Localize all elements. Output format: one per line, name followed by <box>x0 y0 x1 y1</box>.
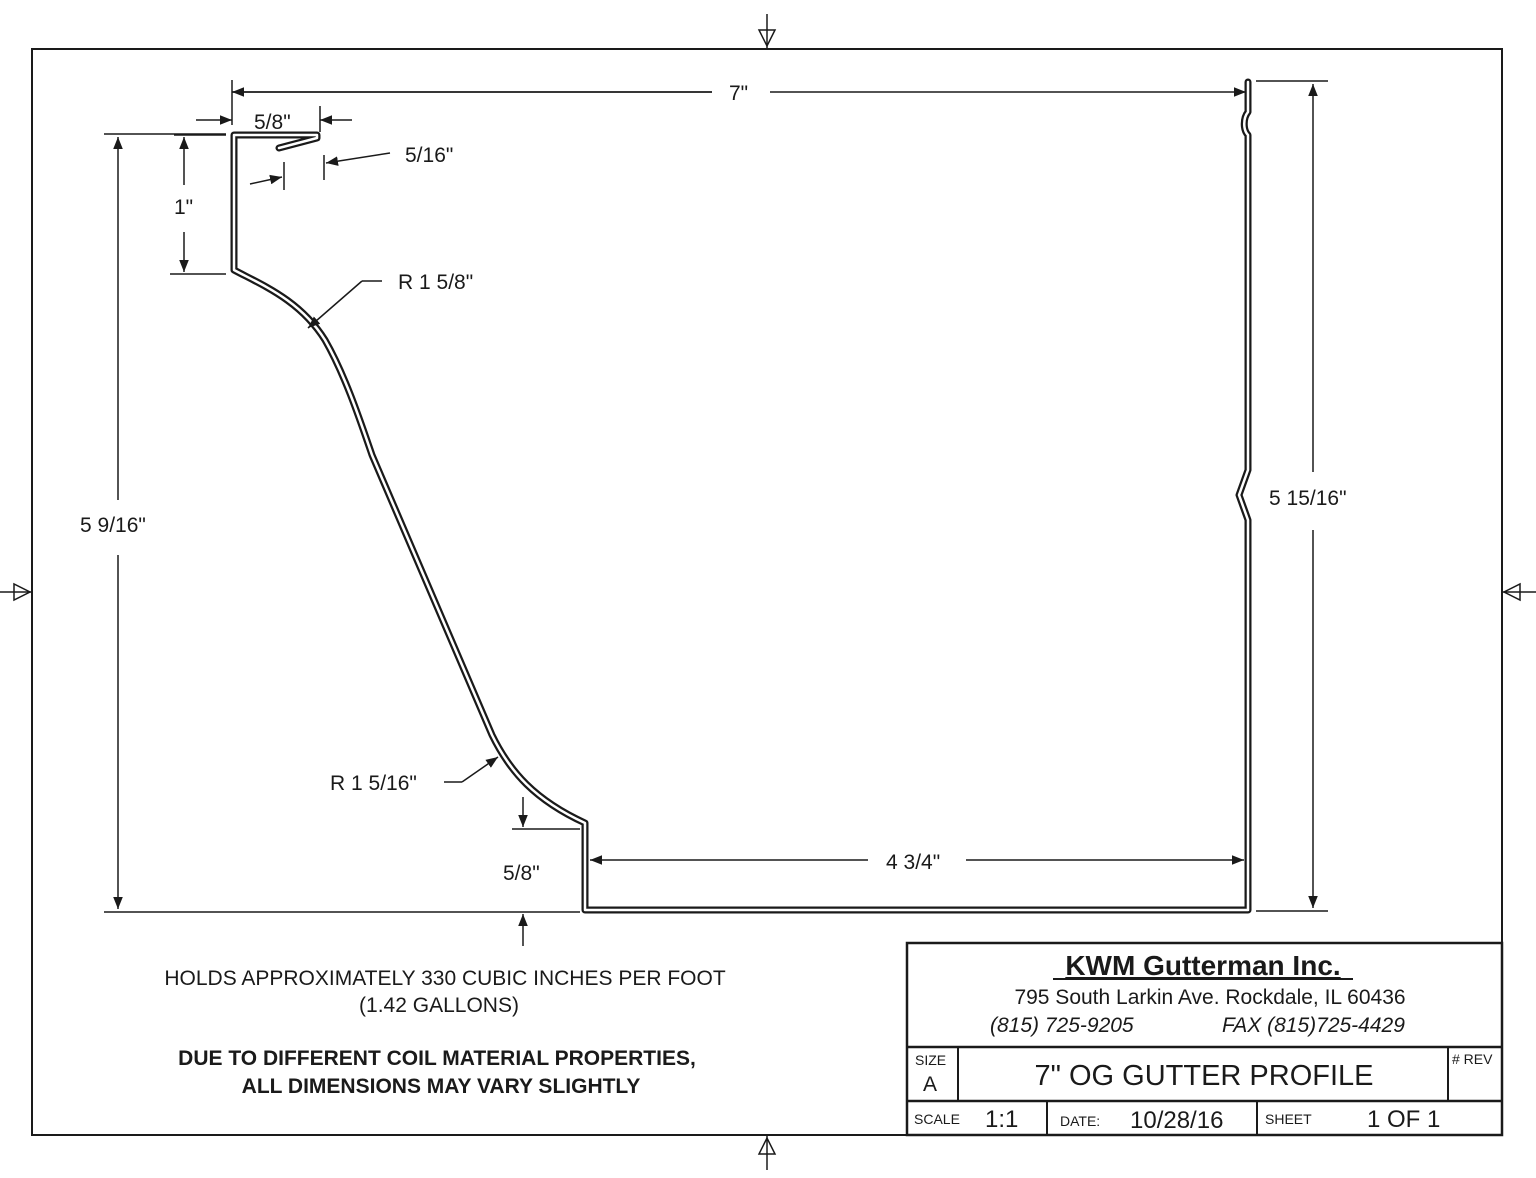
company-address: 795 South Larkin Ave. Rockdale, IL 60436 <box>1014 986 1405 1009</box>
company-name: KWM Gutterman Inc. <box>1065 950 1340 981</box>
dim-front-height: 5 15/16" <box>1256 80 1347 912</box>
rev-label: # REV <box>1452 1051 1493 1067</box>
gutter-profile <box>230 78 1252 914</box>
dim-radius-upper-label: R 1 5/8" <box>398 271 473 294</box>
dim-lip-hem-label: 5/16" <box>405 144 453 167</box>
dim-radius-lower-label: R 1 5/16" <box>330 772 417 795</box>
dim-radius-upper: R 1 5/8" <box>307 271 473 329</box>
date-value: 10/28/16 <box>1130 1107 1223 1134</box>
company-fax: FAX (815)725-4429 <box>1222 1014 1405 1037</box>
sheet-label: SHEET <box>1265 1111 1312 1127</box>
dim-step-label: 5/8" <box>503 862 540 885</box>
capacity-note-line2: (1.42 GALLONS) <box>359 994 519 1017</box>
dim-lip-width: 5/8" <box>196 106 352 134</box>
size-value: A <box>923 1073 937 1096</box>
dim-back-height: 5 9/16" <box>80 133 580 913</box>
dim-back-top: 1" <box>170 134 226 275</box>
size-label: SIZE <box>915 1052 946 1068</box>
dim-back-height-label: 5 9/16" <box>80 514 146 537</box>
date-label: DATE: <box>1060 1113 1100 1129</box>
dim-back-top-label: 1" <box>174 196 193 219</box>
scale-label: SCALE <box>914 1111 960 1127</box>
title-block: KWM Gutterman Inc. 795 South Larkin Ave.… <box>905 941 1504 1137</box>
notes: HOLDS APPROXIMATELY 330 CUBIC INCHES PER… <box>164 967 725 1098</box>
dim-bottom-width: 4 3/4" <box>590 851 1244 874</box>
dim-bottom-width-label: 4 3/4" <box>886 851 940 874</box>
scale-value: 1:1 <box>985 1106 1018 1133</box>
dim-top-width: 7" <box>231 80 1246 125</box>
dim-radius-lower: R 1 5/16" <box>330 756 499 795</box>
warning-note-line2: ALL DIMENSIONS MAY VARY SLIGHTLY <box>242 1075 641 1098</box>
sheet-value: 1 OF 1 <box>1367 1106 1440 1133</box>
dim-step: 5/8" <box>503 797 580 946</box>
center-marks <box>0 14 1536 1170</box>
capacity-note-line1: HOLDS APPROXIMATELY 330 CUBIC INCHES PER… <box>164 967 725 990</box>
warning-note-line1: DUE TO DIFFERENT COIL MATERIAL PROPERTIE… <box>178 1047 696 1070</box>
dim-lip-hem: 5/16" <box>249 144 453 190</box>
dim-lip-width-label: 5/8" <box>254 111 291 134</box>
drawing-title: 7" OG GUTTER PROFILE <box>1034 1060 1373 1092</box>
dim-front-height-label: 5 15/16" <box>1269 487 1347 510</box>
company-phone: (815) 725-9205 <box>990 1014 1134 1037</box>
dim-top-width-label: 7" <box>729 82 748 105</box>
